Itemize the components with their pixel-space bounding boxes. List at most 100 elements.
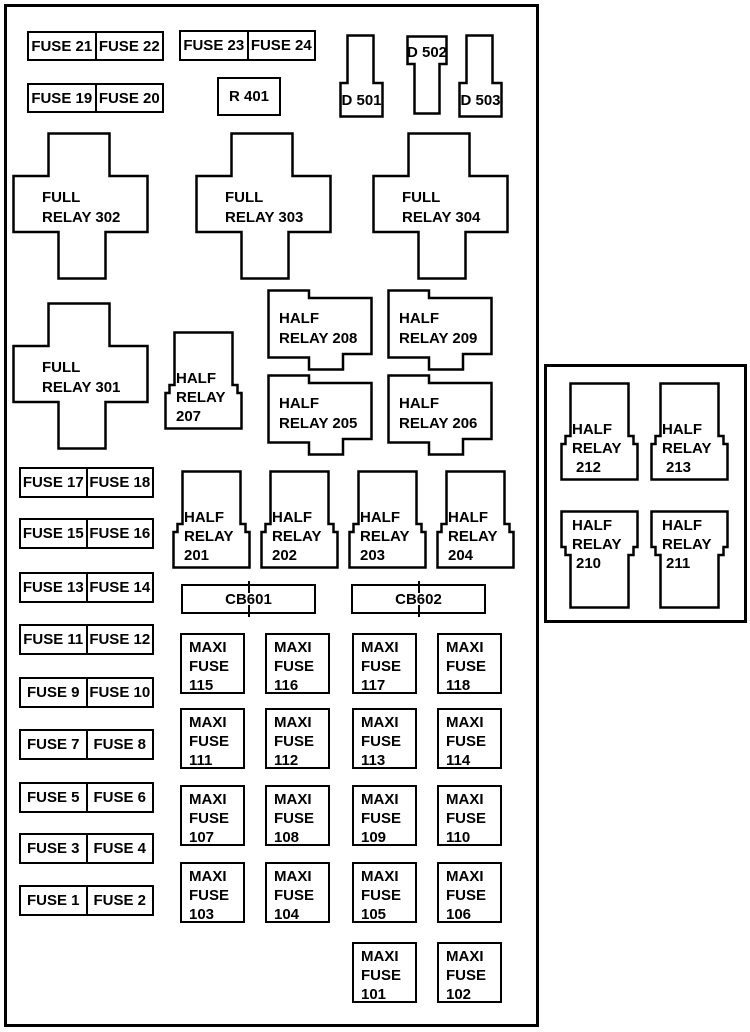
maxi-fuse-label-line: FUSE bbox=[446, 887, 487, 904]
relay-outline bbox=[372, 132, 509, 280]
fuse-pair-7-8: FUSE 7 FUSE 8 bbox=[19, 729, 154, 760]
relay-outline bbox=[172, 470, 251, 569]
relay-label-line2: RELAY 303 bbox=[225, 209, 303, 226]
fuse-cell: FUSE 4 bbox=[93, 840, 146, 857]
diode-outline bbox=[406, 35, 448, 115]
circuit-breaker-cb601: CB601 bbox=[181, 581, 316, 617]
maxi-fuse-label-line: 113 bbox=[361, 752, 386, 769]
half-relay-208: HALF RELAY 208 bbox=[267, 289, 373, 371]
maxi-fuse-label-line: MAXI bbox=[446, 791, 484, 808]
fuse-cell: FUSE 22 bbox=[98, 37, 160, 55]
fuse-cell: FUSE 21 bbox=[29, 33, 97, 59]
fuse-cell: FUSE 18 bbox=[89, 474, 151, 491]
relay-label-line1: HALF bbox=[448, 509, 488, 526]
fuse-pair-17-18: FUSE 17 FUSE 18 bbox=[19, 467, 154, 498]
relay-label-line1: HALF bbox=[184, 509, 224, 526]
relay-label-line2: RELAY 209 bbox=[399, 330, 477, 347]
maxi-fuse-label-line: FUSE bbox=[361, 810, 402, 827]
maxi-fuse-label-line: FUSE bbox=[361, 733, 402, 750]
half-relay-212: HALF RELAY 212 bbox=[560, 382, 639, 481]
relay-label-line2: RELAY bbox=[184, 528, 233, 545]
fuse-cell: FUSE 5 bbox=[21, 784, 88, 811]
maxi-fuse-111: MAXI FUSE 111 bbox=[180, 708, 245, 769]
fuse-cell: FUSE 2 bbox=[93, 892, 146, 909]
maxi-fuse-113: MAXI FUSE 113 bbox=[352, 708, 417, 769]
fuse-cell: FUSE 20 bbox=[98, 89, 160, 107]
maxi-fuse-label-line: 107 bbox=[189, 829, 215, 846]
relay-label-line1: HALF bbox=[662, 421, 702, 438]
maxi-fuse-label-line: 110 bbox=[446, 829, 471, 846]
relay-outline bbox=[12, 132, 149, 280]
fuse-cell: FUSE 24 bbox=[250, 37, 312, 54]
maxi-fuse-label-line: FUSE bbox=[189, 810, 230, 827]
maxi-fuse-label-line: FUSE bbox=[274, 810, 315, 827]
relay-r401: R 401 bbox=[217, 77, 281, 116]
maxi-fuse-101: MAXI FUSE 101 bbox=[352, 942, 417, 1003]
maxi-fuse-label-line: 108 bbox=[274, 829, 300, 846]
relay-label-line2: RELAY bbox=[448, 528, 497, 545]
relay-label-line3: 207 bbox=[176, 408, 201, 425]
circuit-breaker-cb602: CB602 bbox=[351, 581, 486, 617]
half-relay-206: HALF RELAY 206 bbox=[387, 374, 493, 456]
fuse-pair-13-14: FUSE 13 FUSE 14 bbox=[19, 572, 154, 603]
relay-outline bbox=[560, 382, 639, 481]
relay-label-line3: 201 bbox=[184, 547, 209, 564]
fuse-pair-5-6: FUSE 5 FUSE 6 bbox=[19, 782, 154, 813]
maxi-fuse-110: MAXI FUSE 110 bbox=[437, 785, 502, 846]
diode-label: D 501 bbox=[341, 92, 381, 109]
maxi-fuse-label-line: MAXI bbox=[189, 639, 227, 656]
diode-label: D 503 bbox=[460, 92, 500, 109]
maxi-fuse-117: MAXI FUSE 117 bbox=[352, 633, 417, 694]
relay-outline bbox=[387, 374, 493, 456]
relay-label-line1: HALF bbox=[399, 395, 439, 412]
relay-outline bbox=[560, 510, 639, 609]
maxi-fuse-label-line: FUSE bbox=[446, 967, 487, 984]
maxi-fuse-label-line: MAXI bbox=[189, 791, 227, 808]
diode-label: D 502 bbox=[407, 44, 447, 61]
maxi-fuse-label-line: FUSE bbox=[446, 810, 487, 827]
maxi-fuse-label-line: 103 bbox=[189, 906, 215, 923]
relay-label-line1: FULL bbox=[402, 189, 440, 206]
maxi-fuse-label-line: 114 bbox=[446, 752, 471, 769]
relay-label-line1: FULL bbox=[225, 189, 263, 206]
maxi-fuse-label-line: MAXI bbox=[361, 868, 399, 885]
relay-label-line2: RELAY 302 bbox=[42, 209, 120, 226]
relay-label-line1: FULL bbox=[42, 189, 80, 206]
maxi-fuse-107: MAXI FUSE 107 bbox=[180, 785, 245, 846]
diode-d501: D 501 bbox=[339, 34, 384, 118]
fuse-cell: FUSE 15 bbox=[21, 520, 88, 547]
relay-label-line2: RELAY bbox=[572, 536, 621, 553]
relay-label-line1: FULL bbox=[42, 359, 80, 376]
maxi-fuse-105: MAXI FUSE 105 bbox=[352, 862, 417, 923]
half-relay-203: HALF RELAY 203 bbox=[348, 470, 427, 569]
relay-outline bbox=[12, 302, 149, 450]
maxi-fuse-label-line: 102 bbox=[446, 986, 472, 1003]
maxi-fuse-label-line: MAXI bbox=[189, 714, 227, 731]
fuse-pair-9-10: FUSE 9 FUSE 10 bbox=[19, 677, 154, 708]
relay-label-line2: RELAY bbox=[176, 389, 225, 406]
maxi-fuse-label-line: FUSE bbox=[446, 658, 487, 675]
circuit-breaker-label: CB601 bbox=[225, 590, 272, 608]
relay-outline bbox=[195, 132, 332, 280]
relay-label-line1: HALF bbox=[279, 395, 319, 412]
relay-label-line1: HALF bbox=[176, 370, 216, 387]
relay-label-line2: RELAY 304 bbox=[402, 209, 481, 226]
maxi-fuse-label-line: 118 bbox=[446, 677, 471, 694]
fuse-cell: FUSE 9 bbox=[21, 679, 88, 706]
half-relay-204: HALF RELAY 204 bbox=[436, 470, 515, 569]
fuse-pair-1-2: FUSE 1 FUSE 2 bbox=[19, 885, 154, 916]
maxi-fuse-label-line: MAXI bbox=[446, 948, 484, 965]
maxi-fuse-106: MAXI FUSE 106 bbox=[437, 862, 502, 923]
relay-label-line3: 203 bbox=[360, 547, 385, 564]
relay-label-line1: HALF bbox=[360, 509, 400, 526]
full-relay-301: FULL RELAY 301 bbox=[12, 302, 149, 450]
fuse-pair-11-12: FUSE 11 FUSE 12 bbox=[19, 624, 154, 655]
fuse-pair-23-24: FUSE 23 FUSE 24 bbox=[179, 30, 316, 61]
maxi-fuse-115: MAXI FUSE 115 bbox=[180, 633, 245, 694]
relay-label-line3: 204 bbox=[448, 547, 474, 564]
relay-label-line2: RELAY bbox=[272, 528, 321, 545]
maxi-fuse-label-line: 106 bbox=[446, 906, 472, 923]
maxi-fuse-109: MAXI FUSE 109 bbox=[352, 785, 417, 846]
maxi-fuse-label-line: MAXI bbox=[274, 791, 312, 808]
